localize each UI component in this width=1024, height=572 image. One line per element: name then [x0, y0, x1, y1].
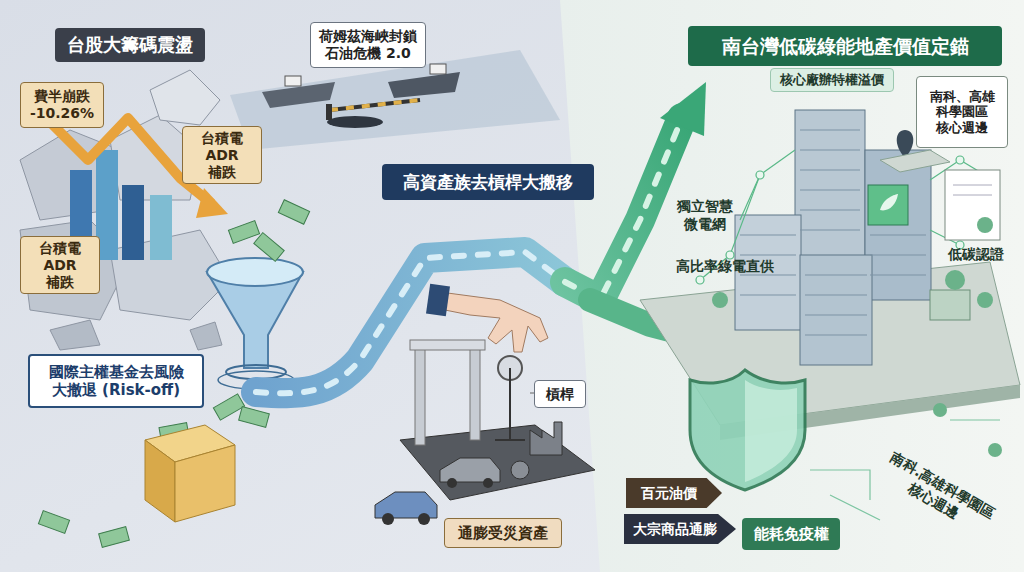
flow-heading: 高資產族去槓桿大搬移 — [382, 164, 594, 200]
node-text: 大宗商品通膨 — [633, 521, 717, 538]
section-heading: 南台灣低碳綠能地產價值定錨 — [688, 26, 1002, 66]
gold-box — [145, 425, 235, 522]
node-text: 百元油價 — [641, 485, 697, 502]
feature-label: 高比率綠電直供 — [660, 258, 790, 276]
arrow-shape-fill — [624, 514, 736, 544]
callout-box: 通膨受災資產 — [444, 518, 562, 548]
callout-box: 南科、高雄 科學園區 核心週邊 — [916, 76, 1008, 148]
node-text: 費半崩跌 -10.26% — [27, 88, 97, 122]
callout-box: 能耗免疫權 — [742, 518, 840, 550]
node-text: 通膨受災資產 — [458, 524, 548, 542]
falling-arrow-head — [196, 188, 228, 218]
node-text: 荷姆茲海峽封鎖 石油危機 2.0 — [317, 28, 419, 62]
feature-label: 低碳認證 — [936, 246, 1016, 264]
background-right — [560, 0, 1024, 572]
node-text: 槓桿 — [546, 386, 574, 403]
arrow-shape-fill — [626, 478, 722, 508]
crumbling-market-blocks — [20, 70, 230, 350]
inflation-assets-icons — [375, 422, 562, 525]
rising-arrow-head — [660, 82, 706, 136]
callout-box: 槓桿 — [534, 380, 586, 408]
certificate-icon — [945, 170, 1000, 240]
node-text: 高資產族去槓桿大搬移 — [403, 172, 573, 192]
arrow-box: 大宗商品通膨 — [624, 514, 736, 544]
tanker-ships — [262, 64, 460, 128]
node-text: 核心廠辦特權溢價 — [780, 72, 884, 88]
node-text: 南科、高雄 科學園區 核心週邊 — [923, 89, 1001, 136]
node-text: 台股大籌碼震盪 — [67, 34, 193, 56]
node-text: 台積電 ADR 補跌 — [27, 240, 93, 290]
node-text: 南台灣低碳綠能地產價值定錨 — [722, 35, 969, 58]
subheading-box: 核心廠辦特權溢價 — [770, 68, 894, 92]
node-text: 台積電 ADR 補跌 — [189, 130, 255, 180]
node-text: 能耗免疫權 — [754, 525, 829, 543]
event-box: 荷姆茲海峽封鎖 石油危機 2.0 — [310, 22, 426, 68]
callout-box: 台積電 ADR 補跌 — [182, 126, 262, 184]
callout-box: 台積電 ADR 補跌 — [20, 236, 100, 294]
node-text: 國際主權基金去風險 大撤退 (Risk-off) — [36, 363, 196, 399]
section-heading: 台股大籌碼震盪 — [55, 28, 205, 62]
shield — [690, 370, 805, 490]
callout-box: 國際主權基金去風險 大撤退 (Risk-off) — [28, 354, 204, 408]
lever-machine — [400, 340, 595, 500]
funnel — [207, 258, 303, 389]
arrow-box: 百元油價 — [626, 478, 722, 508]
callout-box: 費半崩跌 -10.26% — [20, 82, 104, 128]
feature-label: 獨立智慧 微電網 — [660, 198, 750, 233]
